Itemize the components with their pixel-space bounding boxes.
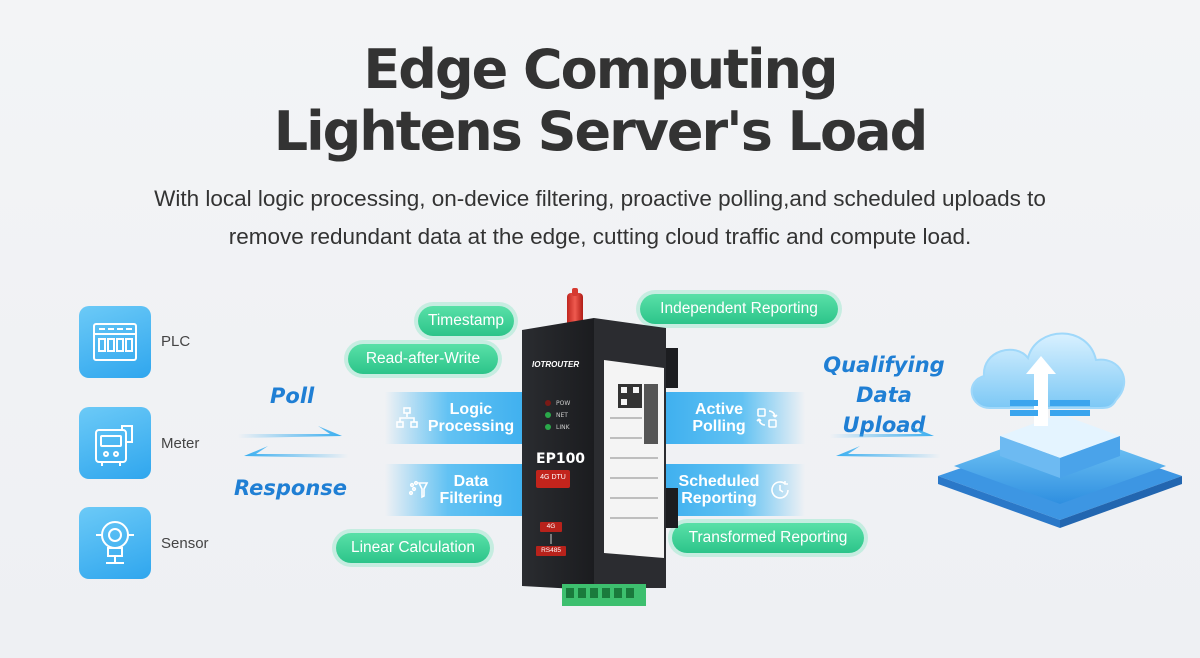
scheduled-reporting-label-1: Scheduled (678, 473, 760, 490)
port-rs485-label: RS485 (541, 547, 561, 554)
subtitle-line2: remove redundant data at the edge, cutti… (228, 224, 972, 249)
linear-calculation-tag: Linear Calculation (336, 533, 490, 563)
ep100-device: IOTROUTER POW NET LINK EP100 4G DTU 4G R… (514, 288, 682, 610)
port-4g-label: 4G (546, 523, 556, 530)
model-name: EP100 (536, 451, 586, 467)
sensor-icon (96, 521, 134, 564)
upload-label: Qualifying Data Upload (794, 350, 974, 440)
upload-label-line2: Upload (842, 413, 926, 437)
read-after-write-tag: Read-after-Write (348, 344, 498, 374)
active-polling-label-1: Active (694, 401, 743, 418)
ep100-device-body (522, 288, 678, 606)
led-pow-label: POW (556, 400, 571, 407)
filter-icon (409, 480, 429, 499)
led-link-label: LINK (556, 424, 570, 431)
sensor-device-card (79, 507, 151, 579)
plc-icon (93, 323, 137, 361)
polling-icon (756, 408, 778, 428)
data-filtering-label-1: Data (453, 473, 489, 490)
subtitle-line1: With local logic processing, on-device f… (154, 186, 1046, 211)
meter-device-card (79, 407, 151, 479)
logic-processing-label-1: Logic (449, 401, 493, 418)
response-label: Response (234, 476, 348, 500)
cloud-server-icon (938, 332, 1182, 528)
page-title-line2: Lightens Server's Load (273, 100, 929, 163)
sensor-label: Sensor (161, 535, 209, 552)
data-filtering-label-2: Filtering (439, 490, 503, 507)
independent-reporting-tag: Independent Reporting (640, 294, 838, 324)
transformed-reporting-tag: Transformed Reporting (672, 523, 864, 553)
plc-device-card (79, 306, 151, 378)
meter-label: Meter (161, 435, 200, 452)
scheduled-reporting-label-2: Reporting (681, 490, 757, 507)
clock-refresh-icon (771, 481, 790, 499)
upload-label-line1: Qualifying Data (823, 353, 945, 407)
page-title-line1: Edge Computing (363, 38, 838, 101)
logic-processing-label-2: Processing (427, 418, 515, 435)
active-polling-label-2: Polling (692, 418, 746, 435)
network-icon (396, 407, 418, 428)
led-net-label: NET (556, 412, 568, 419)
timestamp-tag: Timestamp (418, 306, 514, 336)
upload-arrows (830, 426, 940, 458)
meter-icon (95, 425, 133, 466)
poll-response-arrows (238, 426, 348, 458)
plc-label: PLC (161, 333, 191, 350)
brand-logo: IOTROUTER (532, 360, 580, 369)
model-type: 4G DTU (540, 474, 566, 481)
poll-label: Poll (270, 384, 315, 408)
